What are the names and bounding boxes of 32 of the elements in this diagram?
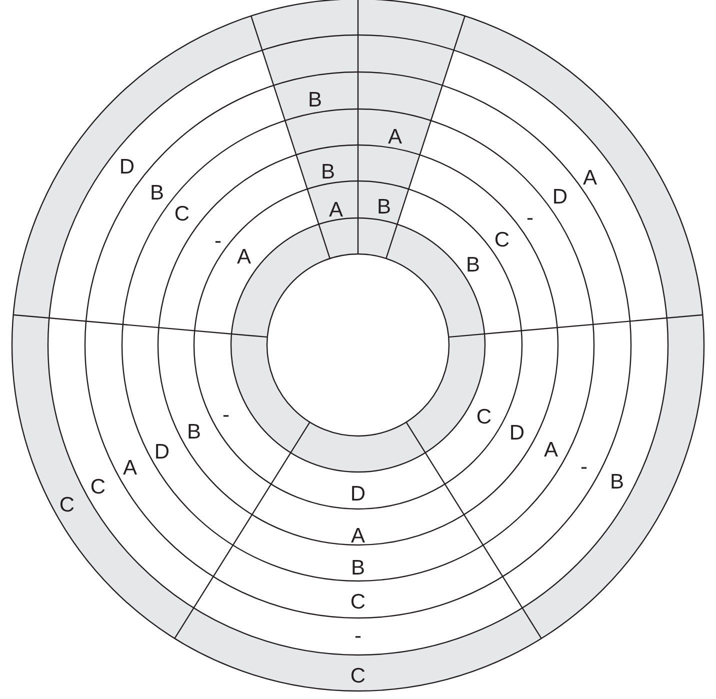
sector-label: A: [544, 440, 558, 460]
sector-label: B: [308, 90, 322, 110]
sector-label: B: [150, 182, 164, 204]
sector-label: C: [59, 494, 75, 516]
sector-label: -: [214, 230, 222, 252]
sector-label: B: [377, 196, 391, 218]
sector-label: A: [351, 526, 365, 546]
sector-label: A: [583, 168, 597, 188]
sector-label: B: [610, 472, 624, 492]
sector-label: B: [351, 558, 365, 578]
sector-label: D: [552, 186, 568, 208]
sector-label: C: [350, 666, 366, 686]
sector-label: C: [494, 230, 510, 250]
sector-label: D: [350, 484, 366, 504]
sector-label: C: [350, 592, 366, 612]
sector-label: A: [123, 458, 137, 478]
sector-label: C: [476, 406, 492, 428]
sector-label: B: [466, 254, 480, 276]
sector-label: D: [154, 442, 170, 462]
sector-label: B: [321, 162, 335, 182]
sector-label: C: [174, 204, 190, 224]
sector-label: -: [580, 456, 588, 478]
sector-label: C: [90, 476, 106, 498]
sector-label: D: [509, 422, 525, 444]
sector-label: A: [329, 200, 343, 220]
sector-label: A: [388, 126, 402, 148]
sector-label: -: [354, 626, 362, 646]
sector-label: B: [187, 422, 201, 442]
sector-label: A: [237, 246, 251, 268]
sector-label: -: [526, 208, 534, 228]
sector-label: D: [119, 156, 135, 178]
sector-label: -: [222, 404, 230, 426]
